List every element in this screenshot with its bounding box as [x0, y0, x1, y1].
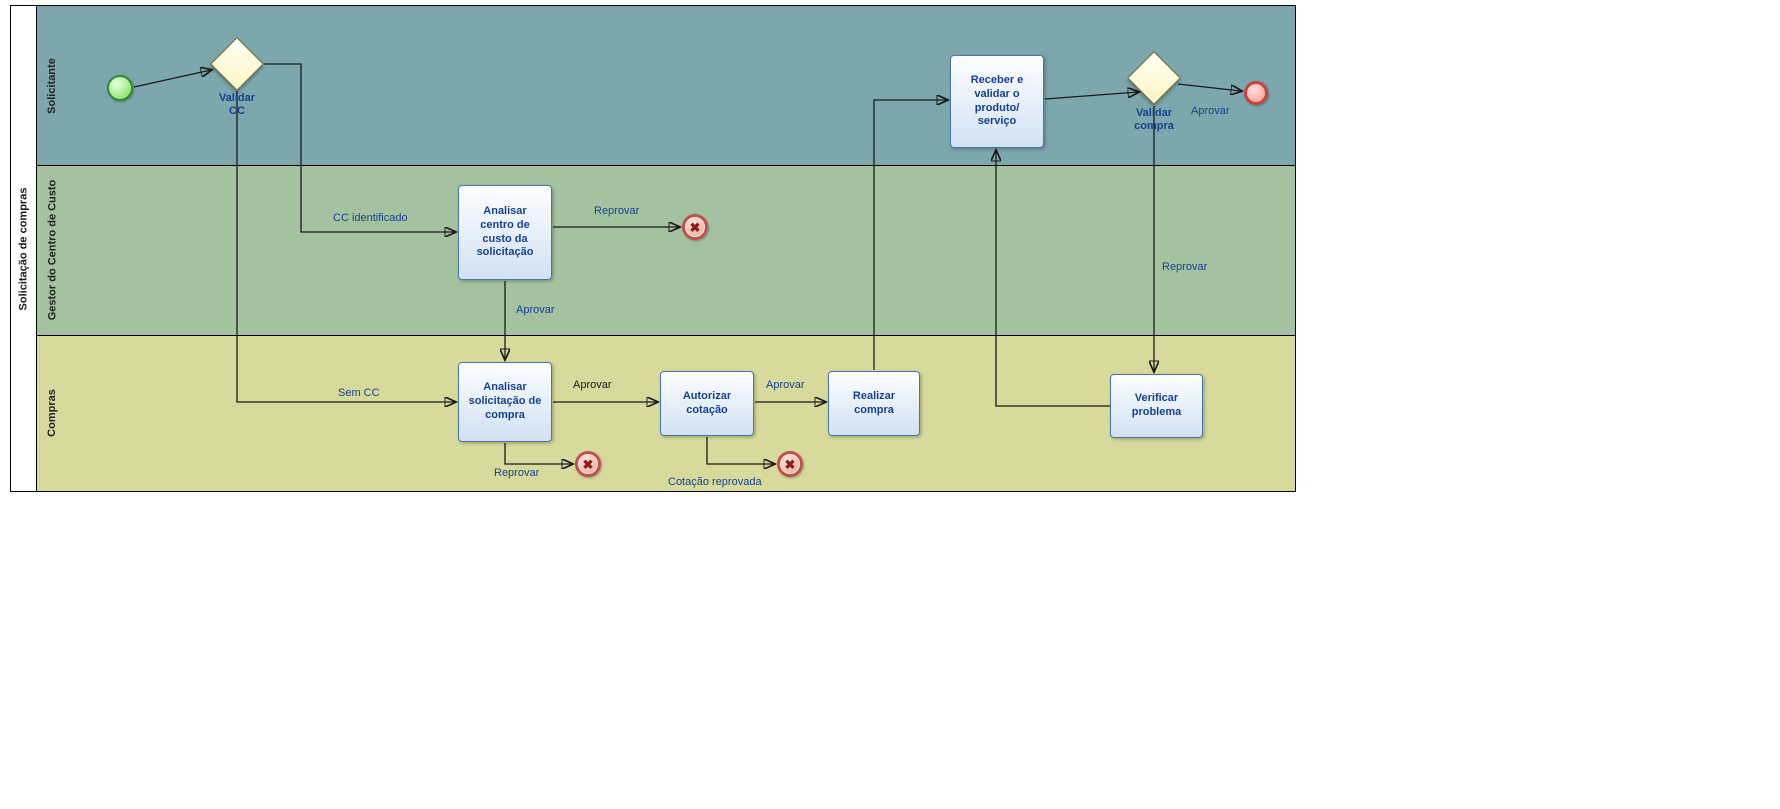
task-analisar-centro-custo[interactable]: Analisar centro de custo da solicitação: [458, 185, 552, 280]
cancel-x-icon: ✖: [784, 456, 796, 472]
pool-label-strip: Solicitação de compras: [11, 6, 37, 491]
task-receber-validar[interactable]: Receber e validar o produto/ serviço: [950, 55, 1044, 148]
task-autorizar-cotacao[interactable]: Autorizar cotação: [660, 371, 754, 436]
cancel-x-icon: ✖: [582, 456, 594, 472]
task-realizar-compra[interactable]: Realizar compra: [828, 371, 920, 436]
pool-label: Solicitação de compras: [17, 187, 30, 310]
gateway-validar-cc-label: Validar CC: [218, 92, 256, 118]
edge-label-cotacao-reprovada: Cotação reprovada: [668, 476, 762, 488]
edge-label-aprovar-cotacao: Aprovar: [766, 379, 805, 391]
task-analisar-solicitacao[interactable]: Analisar solicitação de compra: [458, 362, 552, 442]
edge-label-aprovar-solicitacao: Aprovar: [573, 379, 612, 391]
edge-label-reprovar-solicitacao: Reprovar: [494, 467, 540, 479]
lane-compras-strip: Compras: [39, 336, 65, 491]
lane-solicitante-label: Solicitante: [46, 57, 58, 114]
cancel-end-event-solicitacao[interactable]: ✖: [575, 451, 601, 477]
edge-label-reprovar-centro-custo: Reprovar: [594, 205, 640, 217]
bpmn-pool: Solicitação de compras Solicitante Gesto…: [10, 5, 1296, 492]
task-verificar-problema[interactable]: Verificar problema: [1110, 374, 1203, 438]
lane-solicitante: Solicitante: [37, 6, 1295, 166]
start-event[interactable]: [107, 75, 133, 101]
lane-compras-label: Compras: [46, 389, 58, 438]
lane-gestor-strip: Gestor do Centro de Custo: [39, 166, 65, 334]
edge-label-sem-cc: Sem CC: [338, 387, 380, 399]
cancel-x-icon: ✖: [689, 219, 701, 235]
end-event[interactable]: [1244, 81, 1268, 105]
cancel-end-event-cotacao[interactable]: ✖: [777, 451, 803, 477]
lane-gestor-centro-custo: Gestor do Centro de Custo: [37, 165, 1295, 335]
lane-gestor-label: Gestor do Centro de Custo: [46, 180, 58, 321]
lane-solicitante-strip: Solicitante: [39, 6, 65, 165]
edge-label-cc-identificado: CC identificado: [333, 212, 408, 224]
edge-label-reprovar-compra: Reprovar: [1162, 261, 1208, 273]
edge-label-aprovar-compra: Aprovar: [1191, 105, 1230, 117]
edge-label-aprovar-centro-custo: Aprovar: [516, 304, 555, 316]
cancel-end-event-centro-custo[interactable]: ✖: [682, 214, 708, 240]
gateway-validar-compra-label: Validar compra: [1134, 107, 1174, 133]
